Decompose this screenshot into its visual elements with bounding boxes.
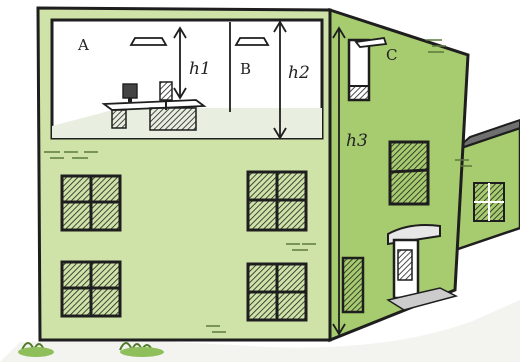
room-label-b: B (240, 60, 251, 78)
front-window-bottom-left (62, 262, 120, 316)
ceiling-lamp-icon (131, 38, 166, 45)
front-window-top-right (248, 172, 306, 230)
height-label-h1: h1 (189, 59, 211, 79)
height-label-h3: h3 (346, 131, 368, 151)
front-wall (38, 8, 330, 340)
side-wall (330, 10, 472, 340)
room-label-a: A (77, 36, 89, 54)
front-window-top-left (62, 176, 120, 230)
room-label-c: C (386, 46, 397, 64)
desk-icon (104, 100, 204, 130)
side-window-lower (343, 258, 363, 312)
height-label-h2: h2 (288, 63, 310, 83)
ceiling-lamp-icon (236, 38, 268, 45)
front-window-bottom-right (248, 264, 306, 320)
